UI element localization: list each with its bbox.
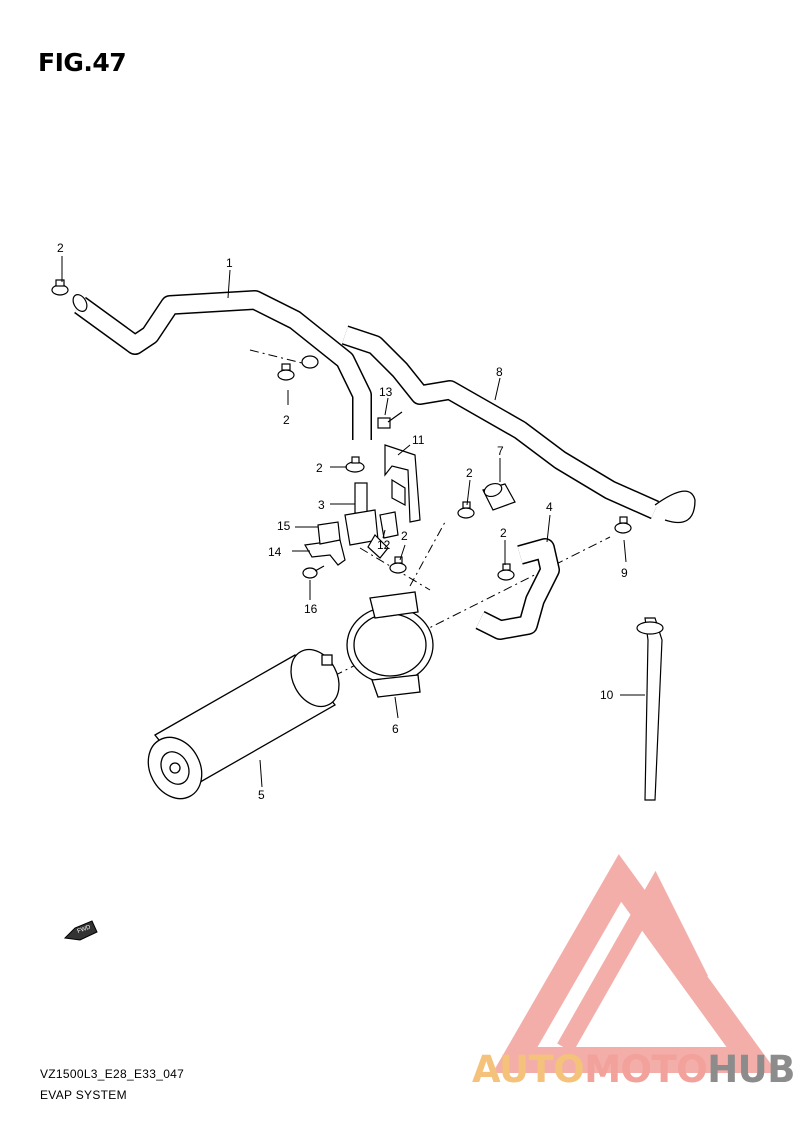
callout-2c: 2 bbox=[316, 461, 323, 475]
callout-13: 13 bbox=[379, 385, 393, 399]
callout-labels: 1 2 2 2 2 2 2 3 4 5 6 7 8 9 10 11 12 13 … bbox=[57, 241, 628, 802]
watermark-logo bbox=[492, 854, 778, 1073]
callout-2a: 2 bbox=[57, 241, 64, 255]
callout-2b: 2 bbox=[283, 413, 290, 427]
callout-9: 9 bbox=[621, 566, 628, 580]
fwd-label: FWD bbox=[77, 924, 93, 935]
callout-8: 8 bbox=[496, 365, 503, 379]
canister-5 bbox=[147, 648, 340, 800]
callout-4: 4 bbox=[546, 500, 553, 514]
callout-16: 16 bbox=[304, 602, 318, 616]
bracket-6 bbox=[346, 591, 434, 698]
watermark-moto: MOTO bbox=[584, 1048, 708, 1091]
callout-12: 12 bbox=[377, 538, 391, 552]
callout-2e: 2 bbox=[401, 529, 408, 543]
callout-7: 7 bbox=[497, 444, 504, 458]
leader-lines bbox=[61, 256, 645, 788]
callout-14: 14 bbox=[268, 545, 282, 559]
watermark-hub: HUB bbox=[707, 1048, 795, 1091]
callout-1: 1 bbox=[226, 256, 233, 270]
bracket-11 bbox=[384, 444, 421, 523]
callout-5: 5 bbox=[258, 788, 265, 802]
bracket-15 bbox=[317, 521, 341, 545]
clips-2 bbox=[51, 279, 632, 581]
callout-10: 10 bbox=[600, 688, 614, 702]
strap-10 bbox=[636, 617, 664, 801]
hose-7 bbox=[482, 482, 516, 511]
hose-8 bbox=[341, 325, 696, 524]
watermark-auto: AUTO bbox=[472, 1048, 585, 1091]
callout-15: 15 bbox=[277, 519, 291, 533]
callout-2f: 2 bbox=[500, 526, 507, 540]
fwd-arrow-icon: FWD bbox=[63, 920, 98, 941]
callout-3: 3 bbox=[318, 498, 325, 512]
system-name: EVAP SYSTEM bbox=[40, 1088, 127, 1102]
callout-6: 6 bbox=[392, 722, 399, 736]
hose-4 bbox=[475, 538, 560, 640]
figure-title: FIG.47 bbox=[38, 48, 127, 77]
clamp-12 bbox=[379, 511, 399, 539]
bolt-13 bbox=[377, 411, 403, 429]
bracket-14 bbox=[304, 539, 346, 566]
callout-2d: 2 bbox=[466, 466, 473, 480]
watermark-text: AUTOMOTOHUB bbox=[472, 1048, 795, 1091]
valve-3 bbox=[344, 482, 389, 559]
hose-1 bbox=[72, 290, 372, 440]
callout-11: 11 bbox=[412, 433, 425, 447]
figure-code: VZ1500L3_E28_E33_047 bbox=[40, 1067, 185, 1081]
bolt-16 bbox=[302, 565, 325, 579]
